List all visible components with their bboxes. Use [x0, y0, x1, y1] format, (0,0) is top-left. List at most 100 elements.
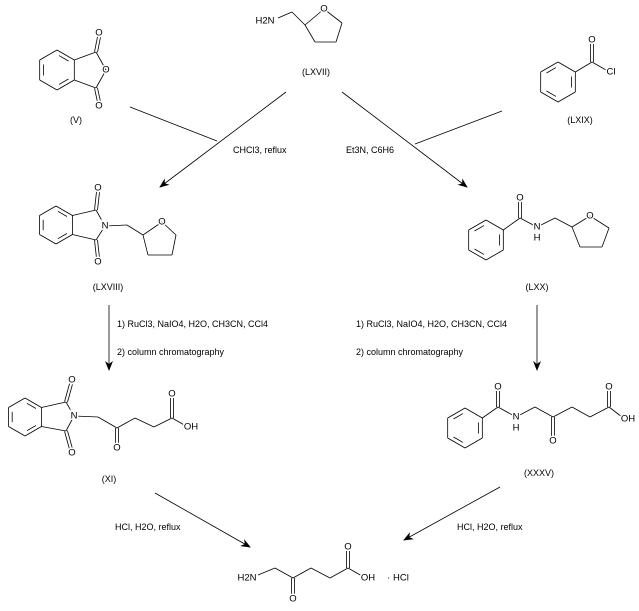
atom-o: O [549, 436, 556, 447]
bond [540, 61, 559, 73]
bond [304, 24, 316, 43]
bond [95, 51, 107, 71]
bond [97, 416, 118, 429]
atom-oh: OH [361, 573, 375, 584]
bond [116, 417, 136, 429]
bond [257, 567, 276, 576]
bond [323, 8, 343, 24]
double-bond [64, 383, 70, 402]
reactant-line-v [129, 106, 218, 142]
bond [171, 417, 187, 427]
aromatic-bond [546, 67, 557, 74]
atom-amine: H2N [237, 573, 256, 584]
bond [468, 219, 487, 231]
bond [608, 406, 623, 418]
bond [55, 205, 73, 216]
arrow-to-lxx [341, 91, 468, 188]
bond [552, 406, 573, 418]
atom-n: N [71, 411, 78, 422]
bond [65, 401, 75, 417]
atom-labels: O O O H2N O O Cl O N O O O N H O O N O O… [67, 2, 637, 606]
bond [95, 225, 106, 241]
atom-n: N [513, 412, 520, 423]
bond [142, 221, 163, 236]
bond [485, 219, 504, 231]
bond [335, 22, 343, 43]
double-bond [94, 36, 98, 52]
atom-o: O [113, 443, 120, 454]
bond [24, 397, 42, 408]
aromatic-bond [57, 210, 68, 217]
atom-cl: Cl [607, 67, 616, 78]
bond [292, 567, 312, 579]
label-lxvii: (LXVII) [302, 67, 330, 77]
bond [39, 234, 57, 245]
bond [515, 406, 536, 418]
double-bond [67, 384, 73, 403]
bond [39, 205, 57, 216]
bond [39, 79, 58, 91]
bond [142, 234, 149, 256]
atom-o: O [320, 4, 327, 15]
bond [55, 234, 73, 245]
atom-o: O [586, 211, 593, 222]
bond [540, 91, 559, 103]
bond [41, 426, 67, 432]
bond [95, 69, 107, 89]
bond [503, 217, 521, 231]
label-xxxv: (XXXV) [524, 468, 554, 478]
bond [329, 567, 349, 579]
atom-o: O [588, 35, 595, 46]
bond [171, 234, 177, 256]
atom-o: O [494, 382, 501, 393]
reagent-step3-left: HCl, H2O, reflux [115, 522, 181, 532]
bond [468, 249, 487, 261]
bond [104, 224, 128, 227]
reagent-step3-right: HCl, H2O, reflux [457, 522, 523, 532]
bond [554, 217, 573, 228]
bond [536, 217, 556, 228]
double-bond [67, 430, 73, 449]
atom-oh: OH [184, 422, 198, 433]
bond [56, 49, 75, 61]
aromatic-bond [58, 78, 69, 85]
atom-o: O [158, 217, 165, 228]
aromatic-bond [58, 55, 69, 62]
atom-o: O [94, 183, 101, 194]
atom-oh: OH [621, 414, 635, 425]
bond [72, 234, 97, 241]
bond [74, 51, 97, 61]
reagent-step2-right-a: 1) RuCl3, NaIO4, H2O, CH3CN, CCl4 [356, 319, 507, 329]
bonds [8, 8, 623, 595]
arrow-from-xi [154, 492, 251, 548]
bond [277, 11, 293, 19]
compound-labels: (V) (LXVII) (LXIX) (LXVIII) (LXX) (XI) (… [70, 67, 593, 484]
bond [589, 215, 610, 229]
label-xi: (XI) [102, 474, 117, 484]
atom-o: O [168, 389, 175, 400]
bond [74, 79, 97, 89]
bond [519, 217, 538, 228]
bond [447, 437, 466, 449]
bond [73, 415, 99, 418]
atom-amine: H2N [255, 16, 274, 27]
double-bond [97, 192, 100, 211]
atom-o: O [516, 193, 523, 204]
label-lxviii: (LXVIII) [93, 282, 124, 292]
double-bond [64, 431, 70, 450]
reagent-step1-right: Et3N, C6H6 [346, 145, 394, 155]
bond [485, 249, 504, 261]
bond [601, 227, 610, 248]
bond [274, 567, 294, 579]
bond [126, 224, 144, 236]
bond [571, 215, 591, 228]
bond [347, 567, 363, 577]
bond [65, 415, 75, 432]
reactant-line-lxix [414, 110, 503, 145]
atom-o: O [289, 594, 296, 605]
double-bond [97, 239, 100, 258]
atom-h: H [534, 233, 541, 244]
atom-o: O [95, 28, 102, 39]
bond [134, 417, 155, 428]
